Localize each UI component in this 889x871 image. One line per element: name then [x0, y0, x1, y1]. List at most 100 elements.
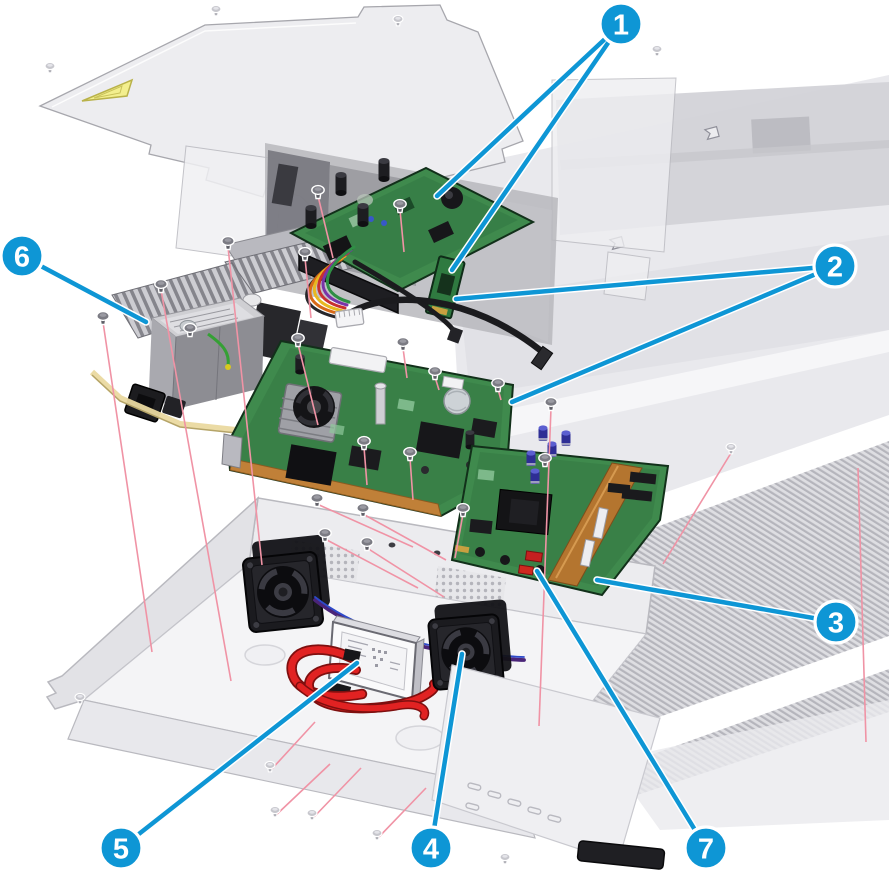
- callout-marker: [683, 825, 729, 871]
- screw-icon: [360, 536, 374, 552]
- screw-icon: [499, 852, 511, 865]
- engine-board: [450, 425, 670, 597]
- callout-1: 1: [433, 1, 644, 274]
- leader-line: [362, 513, 447, 561]
- callout-line: [594, 577, 839, 625]
- leader-line: [297, 343, 319, 426]
- screw-icon: [210, 4, 222, 17]
- screw-icon: [291, 332, 305, 348]
- callout-marker: [813, 599, 859, 645]
- leader-line: [363, 446, 368, 486]
- callout-number: 2: [827, 251, 843, 283]
- screw-icon: [154, 278, 168, 294]
- red-connector: [517, 564, 535, 576]
- mounting-bracket-panels: [175, 77, 677, 301]
- copper-strip: [547, 462, 643, 587]
- screw-icon: [310, 492, 324, 508]
- screw-icon: [183, 322, 197, 338]
- screw-icon: [403, 446, 417, 462]
- sata-cable: [286, 644, 440, 721]
- leader-line: [160, 289, 232, 682]
- callout-line: [428, 651, 465, 851]
- leader-line: [662, 452, 732, 565]
- screw-icon: [318, 527, 332, 543]
- cable-harness: [305, 245, 554, 371]
- callout-5: 5: [98, 659, 361, 871]
- warning-triangle-icon: [81, 78, 134, 102]
- sheet-metal-clip: [703, 125, 720, 141]
- screw-icon: [298, 246, 312, 262]
- callout-number: 3: [828, 607, 844, 639]
- callout-4: 4: [408, 650, 466, 871]
- formatter-board: [288, 158, 536, 315]
- power-cable: [348, 296, 544, 354]
- screws-layer: [44, 4, 737, 865]
- screw-icon: [357, 435, 371, 451]
- leader-line: [269, 721, 316, 772]
- callout-marker: [598, 1, 644, 47]
- leader-line: [102, 321, 153, 653]
- screw-icon: [371, 828, 383, 841]
- cooling-fan-right: [428, 599, 512, 690]
- callout-number: 4: [423, 833, 439, 865]
- leader-line: [454, 513, 464, 559]
- screw-icon: [428, 365, 442, 381]
- callout-line: [434, 21, 624, 199]
- callout-marker: [408, 825, 454, 871]
- ground-wire: [207, 332, 230, 367]
- leader-line: [366, 547, 445, 598]
- callout-line: [118, 660, 360, 851]
- harness-connector: [334, 307, 365, 329]
- leader-line: [304, 257, 312, 319]
- screw-icon: [393, 198, 407, 214]
- screw-icon: [651, 44, 663, 57]
- leader-line: [317, 195, 334, 259]
- leader-line: [311, 767, 362, 820]
- screw-icon: [392, 14, 404, 27]
- screw-icon: [96, 310, 110, 326]
- cooling-fan-left: [242, 535, 330, 632]
- bottom-rail: [576, 840, 666, 870]
- callouts-layer: 1 2 3 4 5 6 7: [0, 1, 859, 871]
- callout-line: [509, 263, 838, 405]
- callout-marker: [0, 233, 45, 279]
- leader-line: [274, 763, 331, 817]
- callout-line: [19, 253, 149, 325]
- leader-line: [316, 503, 414, 548]
- callout-6: 6: [0, 233, 150, 326]
- screw-icon: [491, 377, 505, 393]
- leader-line: [857, 467, 867, 743]
- screw-icon: [311, 184, 325, 200]
- screw-icon: [264, 760, 276, 773]
- callout-number: 6: [14, 241, 30, 273]
- leader-line: [399, 209, 405, 253]
- screw-icon: [725, 442, 737, 455]
- callout-marker: [812, 243, 858, 289]
- callout-3: 3: [593, 576, 859, 645]
- leader-line: [227, 246, 263, 566]
- screw-icon: [544, 396, 558, 412]
- screw-icon: [356, 502, 370, 518]
- leader-line: [402, 347, 408, 379]
- screw-icon: [396, 336, 410, 352]
- red-connector: [524, 550, 544, 563]
- callout-number: 7: [698, 833, 714, 865]
- callout-number: 5: [113, 833, 129, 865]
- callout-number: 1: [613, 9, 629, 41]
- screw-icon: [221, 235, 235, 251]
- screw-icon: [44, 61, 56, 74]
- callout-2: 2: [452, 243, 858, 406]
- psu-board-edge: [89, 369, 256, 435]
- screw-icon: [74, 692, 86, 705]
- screw-icon: [456, 502, 470, 518]
- screw-icon: [269, 805, 281, 818]
- bottom-cover-panel: [431, 664, 666, 870]
- leader-line: [409, 457, 414, 501]
- callout-line: [534, 568, 709, 851]
- callout-line: [453, 263, 838, 302]
- callout-7: 7: [533, 567, 729, 871]
- leader-line: [376, 787, 427, 840]
- screw-icon: [538, 452, 552, 468]
